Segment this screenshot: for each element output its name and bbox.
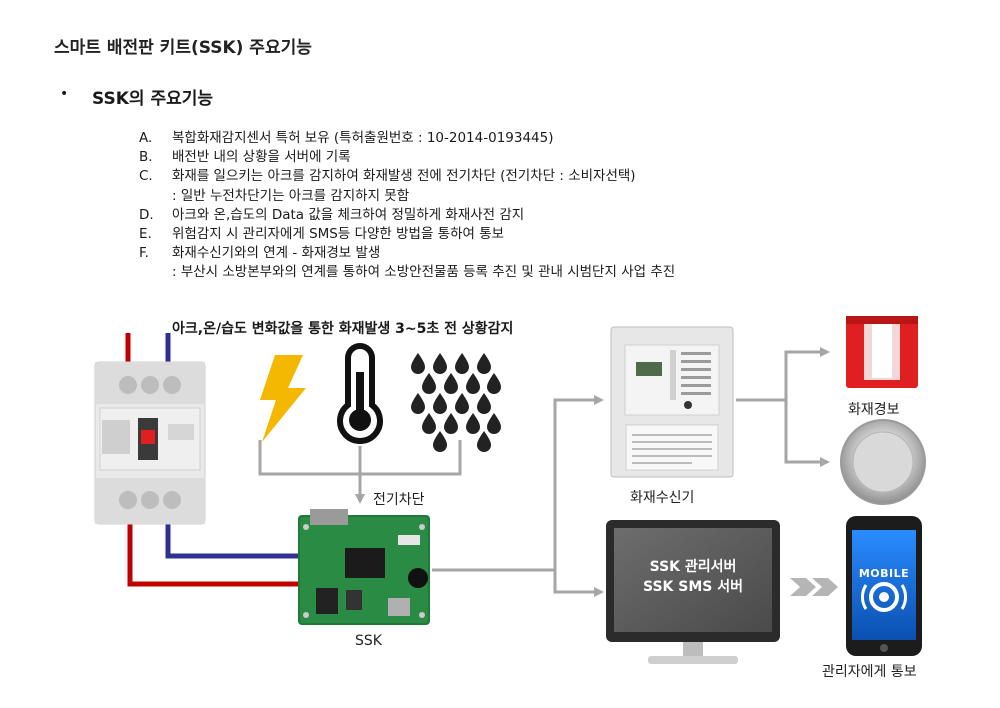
signal-chevrons-icon <box>790 578 838 596</box>
alarm-arrows <box>736 347 830 467</box>
ssk-output-lines <box>432 395 604 597</box>
feature-text: 아크와 온,습도의 Data 값을 체크하여 정밀하게 화재사전 감지 <box>172 206 525 223</box>
ssk-board-icon <box>298 509 430 625</box>
feature-letter: F. <box>139 245 149 262</box>
feature-text: 위험감지 시 관리자에게 SMS등 다양한 방법을 통하여 통보 <box>172 226 505 243</box>
feature-text: 복합화재감지센서 특허 보유 (특허출원번호 : 10-2014-0193445… <box>172 130 554 146</box>
feature-letter: C. <box>139 168 153 185</box>
thermometer-icon <box>337 343 383 444</box>
feature-item: A. 복합화재감지센서 특허 보유 (특허출원번호 : 10-2014-01934… <box>139 129 675 148</box>
detection-banner: 아크,온/습도 변화값을 통한 화재발생 3~5초 전 상황감지 <box>172 321 514 337</box>
bullet-icon: • <box>60 86 69 102</box>
feature-item: C. 화재를 일으키는 아크를 감지하여 화재발생 전에 전기차단 (전기차단 :… <box>139 167 675 186</box>
feature-letter: D. <box>139 206 154 223</box>
sensor-arrow <box>258 440 462 504</box>
speaker-icon <box>840 419 926 505</box>
lightning-icon <box>260 355 306 442</box>
circuit-breaker-icon <box>94 361 206 525</box>
feature-letter: B. <box>139 149 153 166</box>
page-title: 스마트 배전판 키트(SSK) 주요기능 <box>54 38 312 58</box>
fire-receiver-icon <box>610 326 734 478</box>
feature-letter: A. <box>139 130 153 146</box>
cutoff-label: 전기차단 <box>373 492 425 508</box>
feature-item: E. 위험감지 시 관리자에게 SMS등 다양한 방법을 통하여 통보 <box>139 225 675 244</box>
server-line-1: SSK 관리서버 <box>649 559 737 575</box>
server-monitor-icon <box>606 520 780 664</box>
feature-letter: E. <box>139 226 152 243</box>
server-labels: SSK 관리서버 SSK SMS 서버 <box>614 557 772 597</box>
feature-text: 화재수신기와의 연계 - 화재경보 발생 <box>172 245 381 262</box>
feature-item: F. 화재수신기와의 연계 - 화재경보 발생 <box>139 244 675 263</box>
alarm-label: 화재경보 <box>848 402 900 418</box>
server-line-2: SSK SMS 서버 <box>643 579 743 595</box>
mobile-label: MOBILE <box>858 567 910 580</box>
humidity-drops-icon <box>411 353 501 452</box>
ssk-label: SSK <box>355 633 382 649</box>
feature-item: D. 아크와 온,습도의 Data 값을 체크하여 정밀하게 화재사전 감지 <box>139 206 675 225</box>
section-heading: SSK의 주요기능 <box>92 89 214 109</box>
feature-subtext: : 일반 누전차단기는 아크를 감지하지 못함 <box>172 187 410 204</box>
mobile-phone-icon <box>846 516 922 656</box>
fire-alarm-icon <box>846 316 918 388</box>
feature-text: 화재를 일으키는 아크를 감지하여 화재발생 전에 전기차단 (전기차단 : 소… <box>172 168 636 185</box>
feature-text: 배전반 내의 상황을 서버에 기록 <box>172 149 351 166</box>
notify-label: 관리자에게 통보 <box>822 664 917 680</box>
receiver-label: 화재수신기 <box>630 490 695 506</box>
feature-list: A. 복합화재감지센서 특허 보유 (특허출원번호 : 10-2014-01934… <box>139 129 675 283</box>
feature-subtext: : 부산시 소방본부와의 연계를 통하여 소방안전물품 등록 추진 및 관내 시… <box>172 264 676 281</box>
feature-item: B. 배전반 내의 상황을 서버에 기록 <box>139 148 675 167</box>
